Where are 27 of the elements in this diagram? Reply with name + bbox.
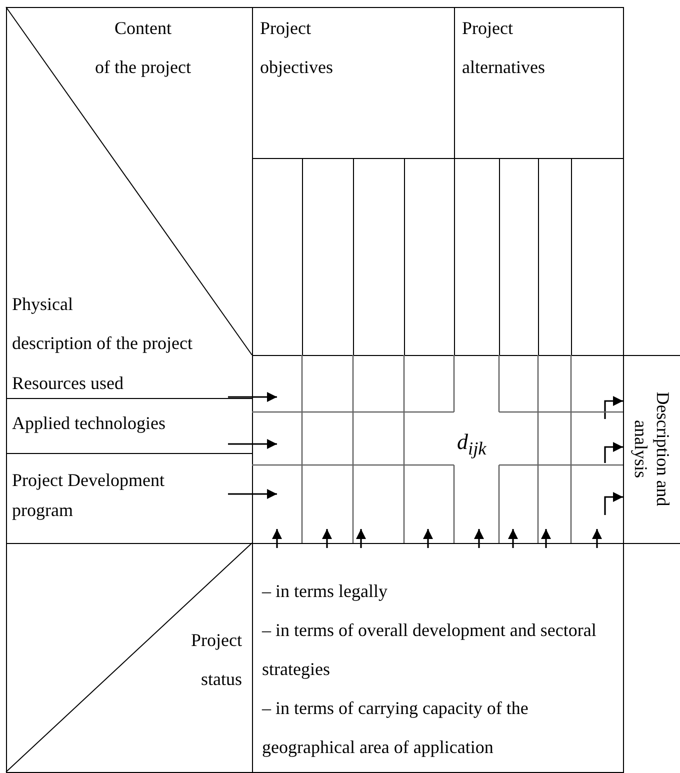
status-item: – in terms legally bbox=[262, 580, 388, 603]
arrow bbox=[356, 529, 366, 548]
arrow bbox=[322, 529, 332, 548]
arrow bbox=[228, 439, 277, 449]
matrix-element-label: d$_{ijk}$ bbox=[457, 428, 488, 460]
column-heading: Description and analysis bbox=[630, 390, 674, 508]
column-heading: Project objectives bbox=[260, 17, 334, 79]
arrow bbox=[541, 529, 551, 548]
arrow bbox=[604, 396, 623, 419]
arrow bbox=[474, 529, 484, 548]
row-heading: Applied technologies bbox=[12, 412, 166, 435]
row-heading: Project Development program bbox=[12, 469, 166, 522]
arrow bbox=[423, 529, 433, 548]
arrow bbox=[228, 489, 277, 499]
arrow bbox=[508, 529, 518, 548]
arrow bbox=[604, 492, 623, 515]
arrow bbox=[592, 529, 602, 548]
row-group-heading: Physical description of the project bbox=[12, 293, 194, 355]
row-heading: Project status bbox=[190, 629, 242, 691]
status-item: – in terms of carrying capacity of the geographical area of application bbox=[262, 697, 530, 759]
arrow bbox=[604, 442, 623, 463]
corner-heading: Content of the project bbox=[94, 17, 192, 79]
column-heading: Project alternatives bbox=[462, 17, 546, 79]
arrow bbox=[272, 529, 282, 548]
row-heading: Resources used bbox=[12, 372, 124, 395]
arrow bbox=[228, 392, 277, 402]
status-item: – in terms of overall development and sectoral strategies bbox=[262, 619, 598, 681]
